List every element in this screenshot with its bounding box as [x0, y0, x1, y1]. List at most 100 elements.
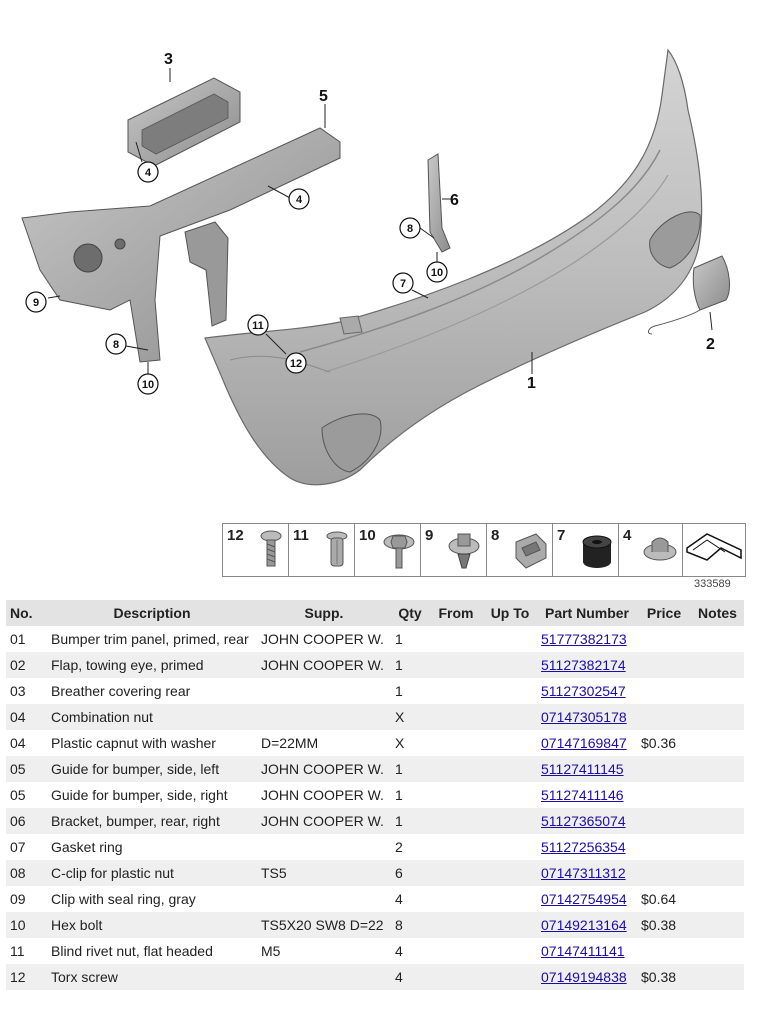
svg-text:12: 12: [290, 358, 302, 370]
part-number-link[interactable]: 07147169847: [541, 735, 627, 751]
cell-from: [429, 860, 483, 886]
hw-cell-assembly-line[interactable]: [683, 524, 745, 576]
svg-text:4: 4: [296, 194, 303, 206]
cell-price: $0.64: [637, 886, 691, 912]
cell-from: [429, 730, 483, 756]
cell-from: [429, 964, 483, 990]
cell-price: [637, 808, 691, 834]
cell-price: [637, 834, 691, 860]
svg-text:11: 11: [252, 320, 264, 332]
hw-cell-clip-seal-ring[interactable]: 9: [421, 524, 487, 576]
cell-from: [429, 886, 483, 912]
col-price: Price: [637, 600, 691, 626]
part-number-link[interactable]: 51127411146: [541, 787, 624, 803]
cell-upto: [483, 678, 537, 704]
part-number-link[interactable]: 51127411145: [541, 761, 624, 777]
part-number-link[interactable]: 07142754954: [541, 891, 627, 907]
cell-qty: 1: [391, 808, 429, 834]
callout-circle-8b: 8: [105, 333, 127, 355]
cell-price: [637, 626, 691, 652]
cell-description: Clip with seal ring, gray: [47, 886, 257, 912]
cell-price: $0.38: [637, 912, 691, 938]
cell-description: Bracket, bumper, rear, right: [47, 808, 257, 834]
part-number-link[interactable]: 07149213164: [541, 917, 627, 933]
col-notes: Notes: [691, 600, 744, 626]
cell-no: 06: [6, 808, 47, 834]
part-number-link[interactable]: 51127365074: [541, 813, 626, 829]
col-from: From: [429, 600, 483, 626]
part-number-link[interactable]: 51127382174: [541, 657, 626, 673]
bumper-guide-shape: [21, 104, 341, 374]
cell-part-number: 51127411146: [537, 782, 637, 808]
callout-circle-4b: 4: [288, 188, 310, 210]
cell-supp: [257, 678, 391, 704]
cell-description: Combination nut: [47, 704, 257, 730]
breather-covering-shape: [127, 68, 241, 167]
cell-supp: TS5X20 SW8 D=22: [257, 912, 391, 938]
callout-2: 2: [706, 336, 715, 353]
cell-supp: [257, 886, 391, 912]
cell-part-number: 07142754954: [537, 886, 637, 912]
svg-text:8: 8: [407, 223, 413, 235]
hw-cell-c-clip[interactable]: 8: [487, 524, 553, 576]
gasket-ring-icon: [582, 535, 612, 568]
cell-qty: 1: [391, 626, 429, 652]
cell-upto: [483, 834, 537, 860]
hex-bolt-icon: [383, 534, 415, 569]
cell-upto: [483, 886, 537, 912]
cell-notes: [691, 730, 744, 756]
cell-part-number: 51127382174: [537, 652, 637, 678]
cell-qty: 1: [391, 756, 429, 782]
cell-part-number: 07147411141: [537, 938, 637, 964]
cell-part-number: 51127411145: [537, 756, 637, 782]
col-upto: Up To: [483, 600, 537, 626]
bumper-trim-panel-shape: [204, 48, 703, 486]
cell-notes: [691, 938, 744, 964]
part-number-link[interactable]: 07147411141: [541, 943, 625, 959]
cell-no: 11: [6, 938, 47, 964]
cell-part-number: 51777382173: [537, 626, 637, 652]
part-number-link[interactable]: 51127256354: [541, 839, 626, 855]
part-number-link[interactable]: 51127302547: [541, 683, 626, 699]
cell-price: $0.36: [637, 730, 691, 756]
diagram-number: 333589: [694, 578, 731, 590]
assembly-line-icon: [686, 533, 742, 561]
hw-cell-hex-bolt[interactable]: 10: [355, 524, 421, 576]
table-header-row: No. Description Supp. Qty From Up To Par…: [6, 600, 744, 626]
cell-qty: 1: [391, 652, 429, 678]
bumper-bracket-shape: [265, 153, 533, 374]
cell-no: 05: [6, 756, 47, 782]
part-number-link[interactable]: 07147311312: [541, 865, 626, 881]
cell-no: 09: [6, 886, 47, 912]
cell-description: Bumper trim panel, primed, rear: [47, 626, 257, 652]
cell-upto: [483, 912, 537, 938]
cell-upto: [483, 730, 537, 756]
part-number-link[interactable]: 07147305178: [541, 709, 627, 725]
hw-cell-gasket-ring[interactable]: 7: [553, 524, 619, 576]
hw-cell-blind-rivet-nut[interactable]: 11: [289, 524, 355, 576]
svg-text:10: 10: [431, 267, 443, 279]
part-number-link[interactable]: 51777382173: [541, 631, 627, 647]
cell-from: [429, 756, 483, 782]
cell-description: Blind rivet nut, flat headed: [47, 938, 257, 964]
cell-description: Guide for bumper, side, left: [47, 756, 257, 782]
cell-notes: [691, 756, 744, 782]
hw-cell-torx-screw[interactable]: 12: [223, 524, 289, 576]
svg-text:4: 4: [145, 167, 152, 179]
cell-description: Breather covering rear: [47, 678, 257, 704]
svg-text:9: 9: [33, 297, 39, 309]
parts-table: No. Description Supp. Qty From Up To Par…: [6, 600, 744, 990]
cell-qty: 2: [391, 834, 429, 860]
hw-cell-capnut-washer[interactable]: 4: [619, 524, 683, 576]
hardware-legend-strip: 12 11 10 9 8: [222, 523, 746, 577]
cell-part-number: 07149213164: [537, 912, 637, 938]
cell-upto: [483, 756, 537, 782]
cell-part-number: 07149194838: [537, 964, 637, 990]
part-number-link[interactable]: 07149194838: [541, 969, 627, 985]
cell-part-number: 51127256354: [537, 834, 637, 860]
